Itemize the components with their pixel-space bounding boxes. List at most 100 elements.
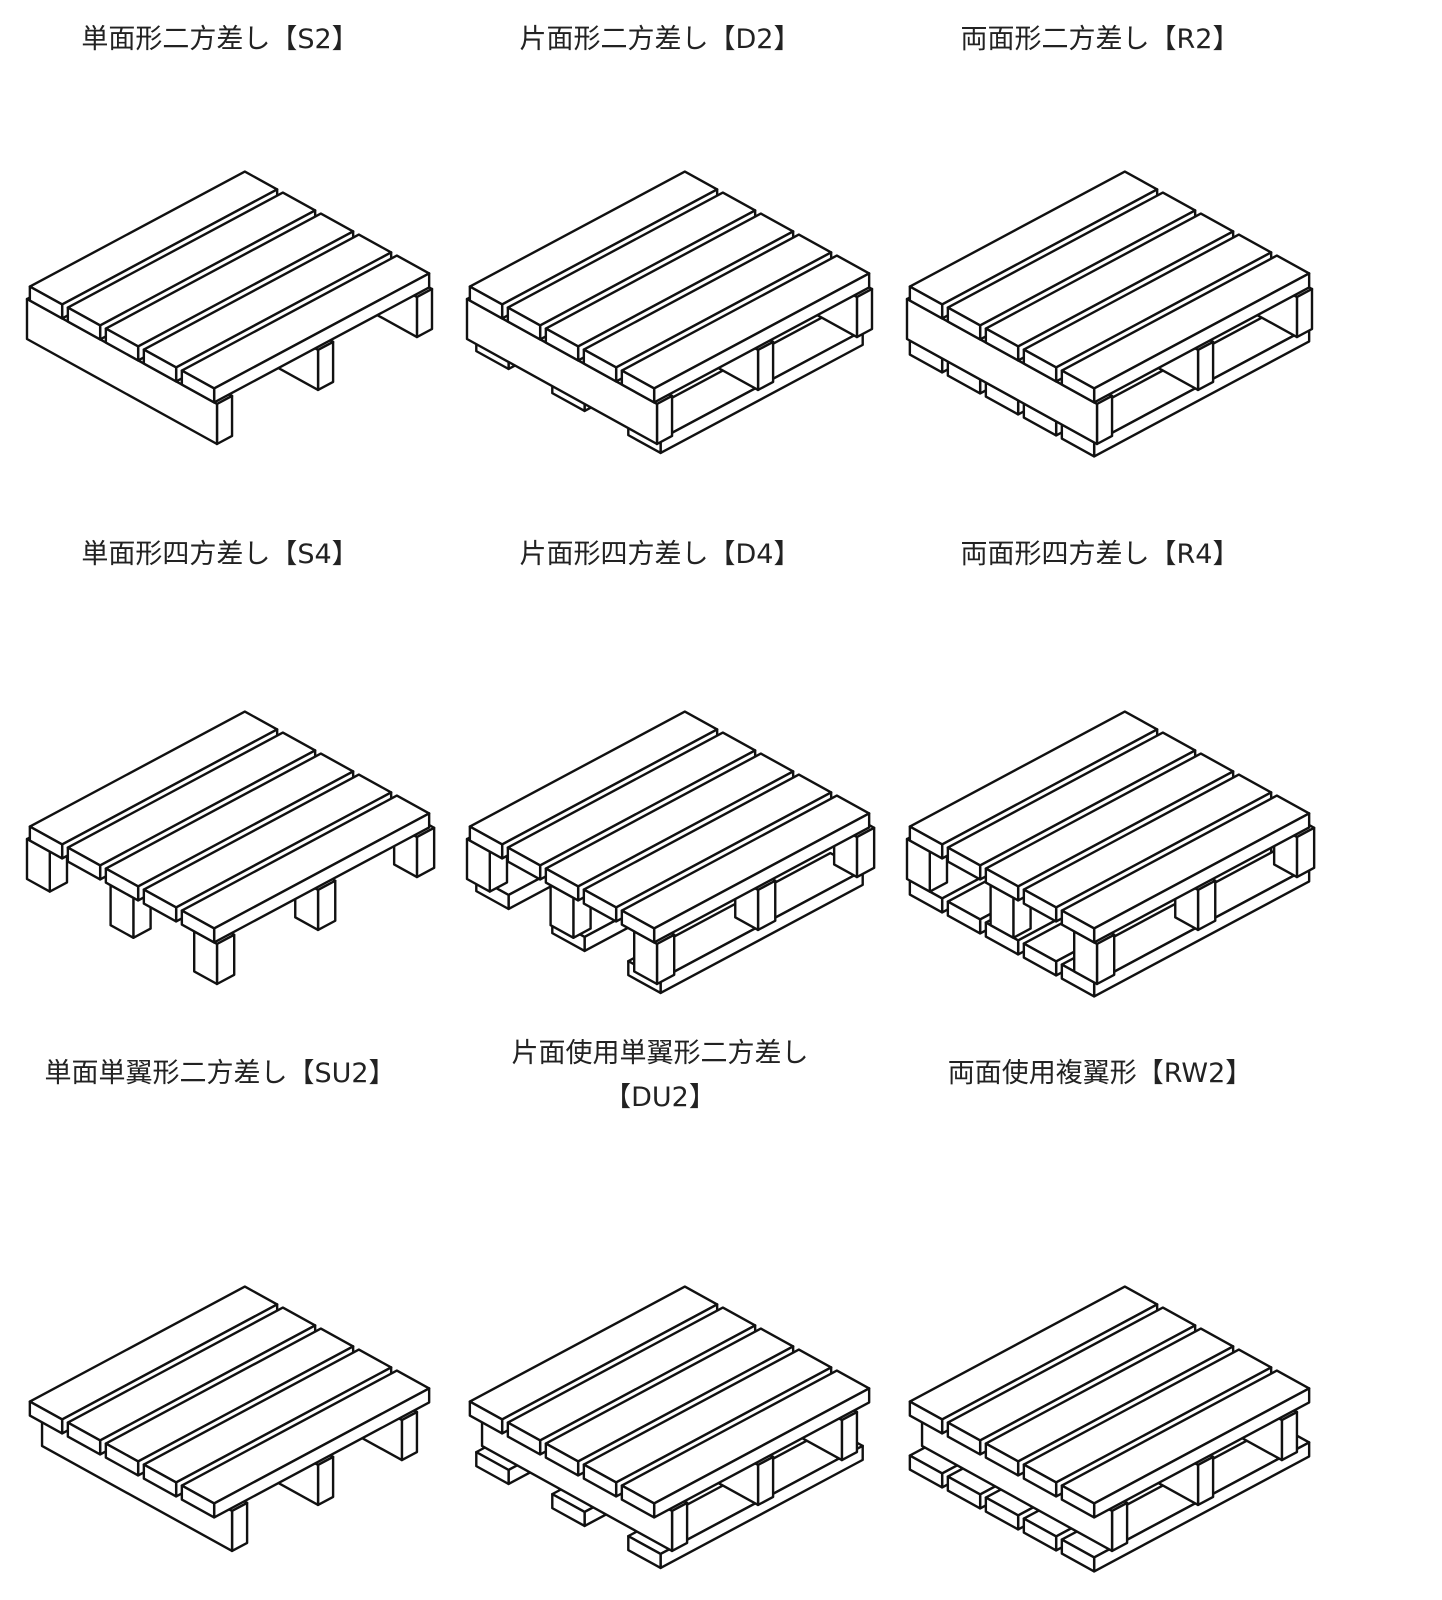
bottom-board-side xyxy=(1060,1538,1096,1573)
top-deck-board-side xyxy=(506,846,542,881)
bottom-board-side xyxy=(1022,942,1058,977)
top-deck-board-side xyxy=(908,825,944,860)
block-front xyxy=(1295,826,1316,879)
pallet-label: 単面単翼形二方差し【SU2】 xyxy=(44,1058,396,1089)
top-deck-board-side xyxy=(946,846,982,881)
top-deck-board-side xyxy=(544,867,580,902)
stringer-front xyxy=(1295,287,1314,339)
stringer-front xyxy=(415,287,434,339)
pallet-label: 片面形二方差し【D2】 xyxy=(519,24,801,55)
top-deck-board-side xyxy=(1060,909,1096,944)
top-deck-board-side xyxy=(180,369,216,404)
pallet-label: 両面形四方差し【R4】 xyxy=(960,539,1240,570)
top-deck-board-side xyxy=(1060,369,1096,404)
bottom-board-side xyxy=(908,879,944,914)
top-deck-board-side xyxy=(28,825,64,860)
pallet-drawing xyxy=(12,700,452,1000)
stringer-front xyxy=(400,1410,419,1462)
top-deck-board-side xyxy=(142,888,178,923)
stringer-front xyxy=(670,1501,689,1553)
stringer-front xyxy=(1095,394,1114,446)
pallet-drawing xyxy=(892,1275,1332,1575)
block-front xyxy=(316,879,337,932)
bottom-board-side xyxy=(946,900,982,935)
top-deck-board-side xyxy=(984,867,1020,902)
bottom-board-side xyxy=(908,1454,944,1489)
bottom-board-side xyxy=(475,1450,510,1486)
stringer-front xyxy=(316,340,335,392)
pallet-svg xyxy=(25,170,434,446)
pallet-svg xyxy=(905,710,1316,998)
bottom-board-side xyxy=(551,1492,586,1528)
top-deck-board-side xyxy=(946,306,982,341)
pallet-drawing xyxy=(452,160,892,460)
stringer-front xyxy=(840,1410,859,1462)
top-deck-board-side xyxy=(28,1400,64,1435)
stringer-front xyxy=(855,287,874,339)
top-deck-board-side xyxy=(180,909,216,944)
top-deck-board-side xyxy=(620,909,656,944)
top-deck-board-side xyxy=(908,1400,944,1435)
pallet-label: 片面形四方差し【D4】 xyxy=(519,539,801,570)
stringer-front xyxy=(1196,1455,1215,1507)
top-deck-board-side xyxy=(620,369,656,404)
stringer-front xyxy=(756,340,775,392)
pallet-label: 両面形二方差し【R2】 xyxy=(960,24,1240,55)
top-deck-board-side xyxy=(468,285,504,320)
block-front xyxy=(756,879,777,932)
pallet-label: 両面使用複翼形【RW2】 xyxy=(947,1058,1253,1089)
top-deck-board-side xyxy=(66,306,102,341)
top-deck-board-side xyxy=(1060,1484,1096,1519)
pallet-drawing xyxy=(452,1275,892,1575)
top-deck-board-side xyxy=(984,1442,1020,1477)
bottom-board-side xyxy=(946,1475,982,1510)
top-deck-board-side xyxy=(180,1484,216,1519)
pallet-label: 片面使用単翼形二方差し 【DU2】 xyxy=(511,1038,809,1113)
top-deck-board-side xyxy=(582,1463,618,1498)
pallet-label: 単面形二方差し【S2】 xyxy=(81,24,359,55)
stringer-front xyxy=(215,394,234,446)
pallet-label: 単面形四方差し【S4】 xyxy=(81,539,359,570)
bottom-board-side xyxy=(627,1534,662,1570)
top-deck-board-side xyxy=(468,1400,504,1435)
stringer-front xyxy=(1196,340,1215,392)
block-front xyxy=(1196,879,1217,932)
pallet-drawing xyxy=(12,1275,452,1575)
stringer-front xyxy=(756,1455,775,1507)
block-front xyxy=(415,826,436,879)
top-deck-board-side xyxy=(544,1442,580,1477)
block-front xyxy=(655,933,676,986)
stringer-front xyxy=(1110,1501,1129,1553)
top-deck-board-side xyxy=(506,306,542,341)
pallet-svg xyxy=(465,710,876,995)
top-deck-board-side xyxy=(104,327,140,362)
top-deck-board-side xyxy=(506,1421,542,1456)
pallet-svg xyxy=(25,710,436,986)
stringer-front xyxy=(316,1455,335,1507)
top-deck-board-side xyxy=(104,1442,140,1477)
top-deck-board-side xyxy=(1022,1463,1058,1498)
top-deck-board-side xyxy=(28,285,64,320)
top-deck-board-side xyxy=(908,285,944,320)
block-front xyxy=(215,933,236,986)
pallet-svg xyxy=(908,1285,1311,1573)
top-deck-board-side xyxy=(1022,888,1058,923)
pallet-drawing xyxy=(892,700,1332,1000)
block-front xyxy=(855,826,876,879)
pallet-svg xyxy=(28,1285,431,1553)
top-deck-board-side xyxy=(1022,348,1058,383)
top-deck-board-side xyxy=(946,1421,982,1456)
stringer-front xyxy=(230,1501,249,1553)
pallet-svg xyxy=(465,170,874,455)
block-front xyxy=(1095,933,1116,986)
top-deck-board-side xyxy=(104,867,140,902)
top-deck-board-side xyxy=(544,327,580,362)
stringer-front xyxy=(655,394,674,446)
pallet-svg xyxy=(905,170,1314,458)
top-deck-board-side xyxy=(582,348,618,383)
pallet-svg xyxy=(468,1285,871,1570)
top-deck-board-side xyxy=(142,1463,178,1498)
top-deck-board-side xyxy=(468,825,504,860)
pallet-drawing xyxy=(12,160,452,460)
top-deck-board-side xyxy=(142,348,178,383)
